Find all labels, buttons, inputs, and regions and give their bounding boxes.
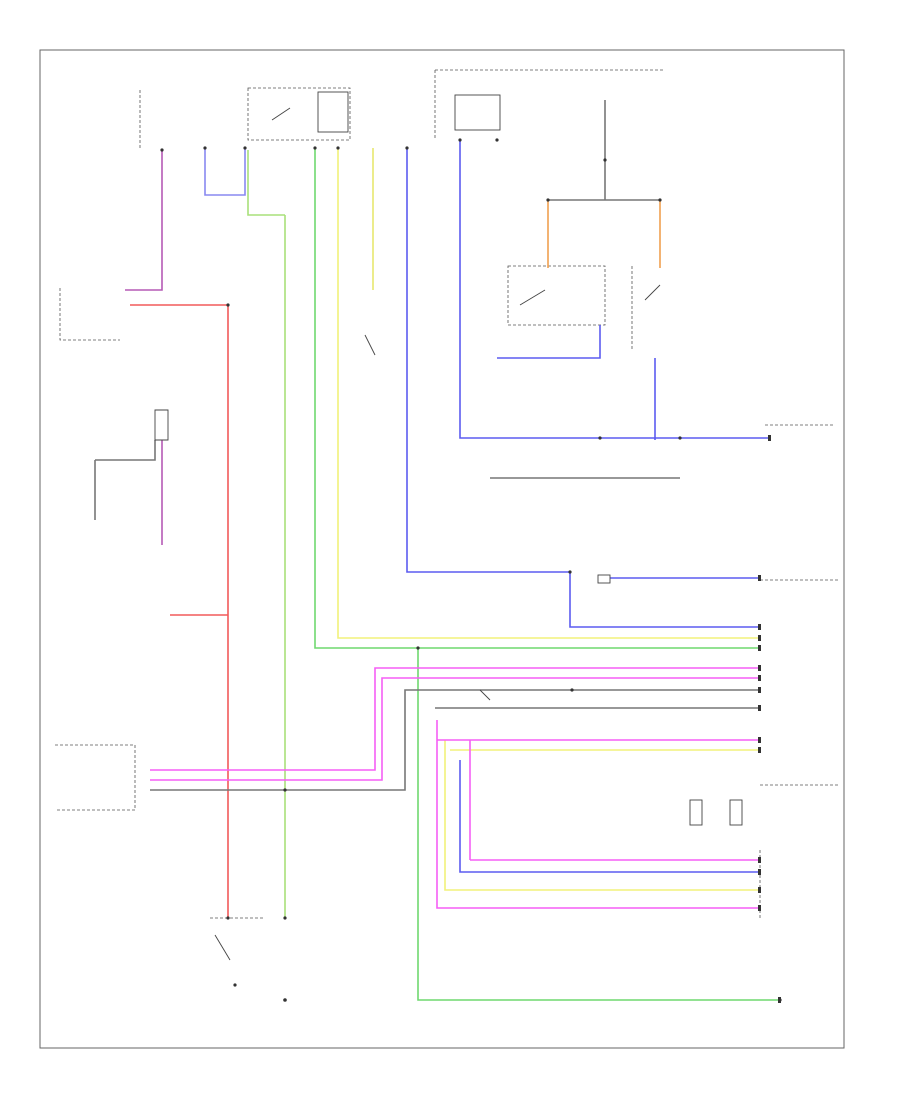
pin-marker [758, 675, 761, 681]
wire-pink-a [150, 667, 760, 771]
terminal-boxes [317, 91, 743, 826]
wire-gray-ground [95, 440, 156, 461]
fuse-switch-symbol [271, 107, 291, 121]
component-outlines [55, 69, 840, 920]
pin-marker [758, 857, 761, 863]
starter-motor-symbol [214, 934, 231, 961]
pin-marker [758, 575, 761, 581]
range-switch-symbol [479, 689, 491, 701]
pcm-connector-box [597, 574, 611, 584]
brake-switch-symbol [644, 284, 661, 301]
wire-light-green-b [247, 150, 285, 216]
connector-dot [283, 788, 287, 792]
wire-pink-b [150, 677, 760, 781]
connector-dot [603, 158, 607, 162]
switch-box-outline [507, 265, 606, 326]
tcm-pin-column-2 [729, 799, 743, 826]
connector-dot [570, 688, 574, 692]
wire-pink-c [469, 740, 760, 861]
connector-pins [758, 435, 781, 1003]
pin-marker [758, 905, 761, 911]
connector-dot [568, 570, 572, 574]
wire-blue-tcm [459, 760, 760, 873]
brake-relay-box [454, 94, 501, 131]
fuse-box-outline [247, 87, 351, 141]
wire-blue-fuse-a [204, 148, 246, 196]
connector-dot [658, 198, 662, 202]
wire-red-starter [130, 304, 229, 918]
wire-green-bottom [417, 648, 780, 1001]
fuse-relay-box [317, 91, 349, 133]
connector-dot [405, 146, 409, 150]
wire-pink-tcm [436, 720, 760, 909]
wire-blue-can [459, 140, 770, 439]
pin-marker [768, 435, 771, 441]
wires [94, 100, 780, 1001]
pin-marker [758, 869, 761, 875]
clutch-switch-symbol [519, 289, 546, 306]
pin-marker [758, 705, 761, 711]
connector-dot [283, 916, 287, 920]
connector-dot [336, 146, 340, 150]
wire-green-start [314, 148, 760, 649]
starter-relay-symbol [154, 409, 169, 441]
pin-marker [758, 687, 761, 693]
connector-dot [495, 138, 499, 142]
connector-dot [598, 436, 602, 440]
connector-dot [283, 998, 287, 1002]
transmission-range-outline [55, 744, 136, 811]
connector-dots [160, 138, 782, 1002]
pin-marker [758, 887, 761, 893]
pin-marker [758, 747, 761, 753]
switch-symbols [154, 107, 661, 961]
pin-marker [758, 624, 761, 630]
pin-marker [778, 997, 781, 1003]
connector-dot [233, 983, 237, 987]
pin-marker [758, 645, 761, 651]
wire-gray-trs [150, 689, 760, 791]
tcm-pin-column [689, 799, 703, 826]
connector-dot [160, 148, 164, 152]
connector-dot [243, 146, 247, 150]
connector-dot [546, 198, 550, 202]
neutral-switch-symbol [364, 334, 376, 356]
connector-dot [313, 146, 317, 150]
pin-marker [758, 737, 761, 743]
pin-marker [758, 635, 761, 641]
pin-marker [758, 665, 761, 671]
connector-dot [226, 916, 230, 920]
connector-dot [203, 146, 207, 150]
wire-blue-clutch [497, 325, 601, 359]
connector-dot [458, 138, 462, 142]
wire-purple-battery [125, 150, 163, 291]
connector-dot [416, 646, 420, 650]
connector-dot [226, 303, 230, 307]
wire-yellow-tcm [444, 740, 760, 891]
starter-relay-outline [59, 288, 120, 341]
wire-yellow-a [337, 148, 760, 639]
diagram-border [39, 49, 845, 1049]
connector-dot [678, 436, 682, 440]
